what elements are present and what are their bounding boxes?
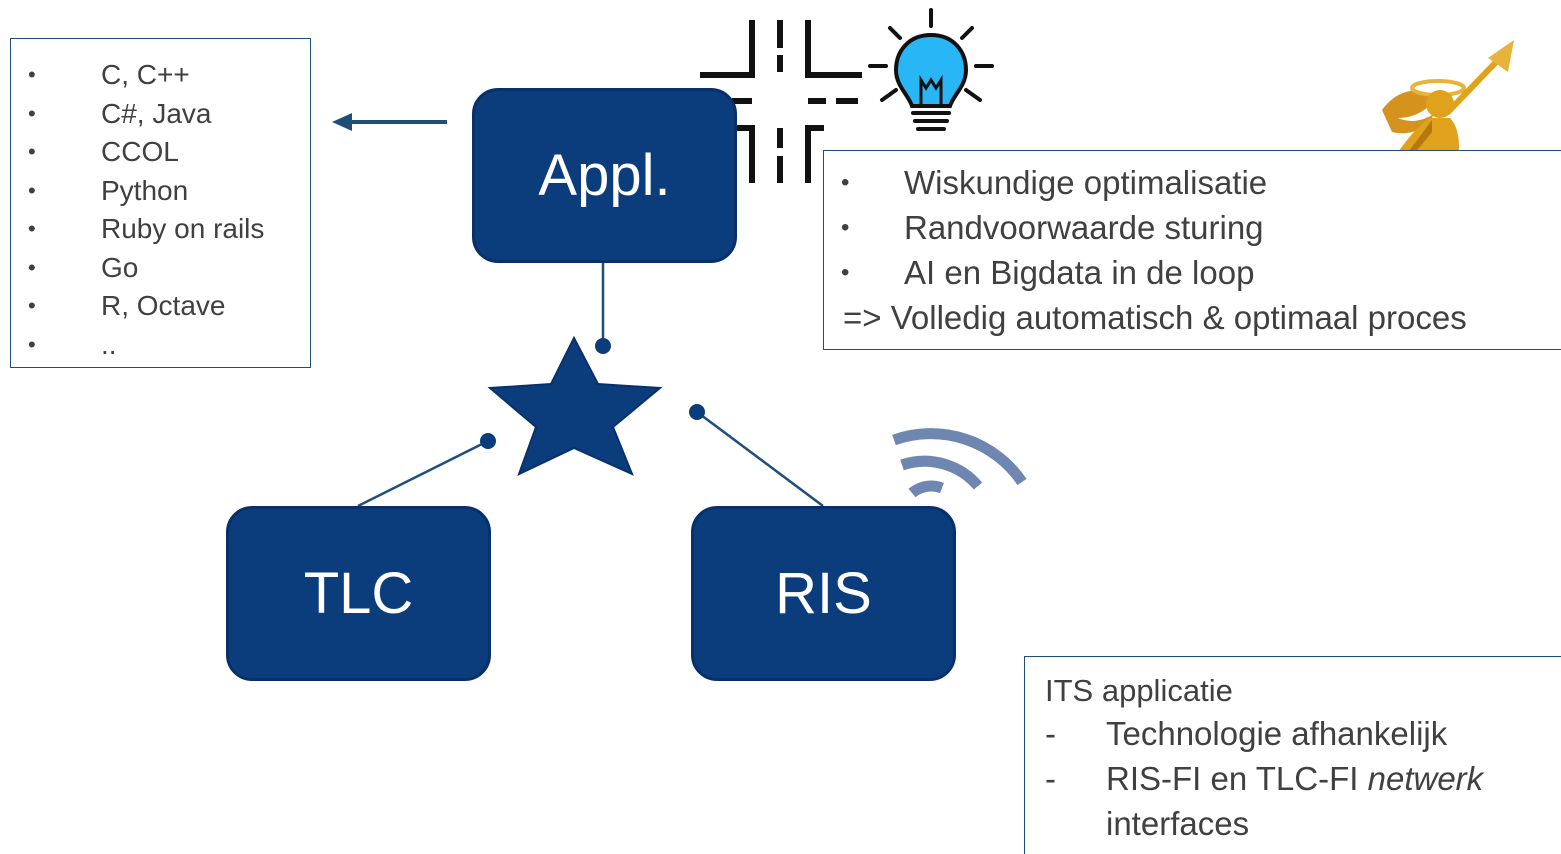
dash-icon: - bbox=[1045, 715, 1056, 752]
list-item: C#, Java bbox=[11, 95, 310, 134]
bullet-icon: • bbox=[841, 169, 850, 196]
its-list: - Technologie afhankelijk - RIS-FI en TL… bbox=[1025, 711, 1561, 846]
list-item-label: RIS-FI en TLC-FI bbox=[1106, 760, 1368, 797]
optimization-conclusion: => Volledig automatisch & optimaal proce… bbox=[843, 299, 1467, 336]
bullet-icon: • bbox=[841, 259, 850, 286]
lightbulb-icon bbox=[868, 8, 994, 131]
list-item: • Randvoorwaarde sturing bbox=[824, 205, 1561, 250]
connector-dot bbox=[595, 338, 611, 354]
connector-hub-tlc bbox=[357, 439, 489, 508]
dash-icon: - bbox=[1045, 760, 1056, 797]
arrow-left-icon bbox=[332, 113, 447, 131]
list-item: .. bbox=[11, 326, 310, 365]
list-item-label: Randvoorwaarde sturing bbox=[904, 209, 1264, 246]
optimization-box: • Wiskundige optimalisatie • Randvoorwaa… bbox=[823, 150, 1561, 350]
list-item: CCOL bbox=[11, 133, 310, 172]
list-item: • AI en Bigdata in de loop bbox=[824, 250, 1561, 295]
list-item-label: AI en Bigdata in de loop bbox=[904, 254, 1255, 291]
connector-hub-ris bbox=[696, 410, 824, 508]
list-item-label: Wiskundige optimalisatie bbox=[904, 164, 1268, 201]
list-item: Ruby on rails bbox=[11, 210, 310, 249]
list-item: R, Octave bbox=[11, 287, 310, 326]
tlc-node: TLC bbox=[226, 506, 491, 681]
bullet-icon: • bbox=[841, 214, 850, 241]
optimization-list: • Wiskundige optimalisatie • Randvoorwaa… bbox=[824, 160, 1561, 295]
list-item: • Wiskundige optimalisatie bbox=[824, 160, 1561, 205]
connector-dot bbox=[689, 404, 705, 420]
italic-text: netwerk bbox=[1367, 760, 1484, 797]
wifi-signal-icon bbox=[892, 428, 1027, 498]
ris-node: RIS bbox=[691, 506, 956, 681]
list-item: C, C++ bbox=[11, 56, 310, 95]
its-title: ITS applicatie bbox=[1045, 673, 1233, 708]
its-box: ITS applicatie - Technologie afhankelijk… bbox=[1024, 656, 1561, 854]
list-item-label: interfaces bbox=[1106, 805, 1250, 842]
connector-dot bbox=[480, 433, 496, 449]
language-list-box: C, C++ C#, Java CCOL Python Ruby on rail… bbox=[10, 38, 311, 368]
list-item: Go bbox=[11, 249, 310, 288]
list-item-continuation: interfaces bbox=[1025, 801, 1561, 846]
star-hub-icon bbox=[487, 335, 663, 476]
list-item-label: Technologie afhankelijk bbox=[1106, 715, 1448, 752]
traffic-intersection-icon bbox=[700, 20, 862, 183]
list-item: - RIS-FI en TLC-FI netwerk bbox=[1025, 756, 1561, 801]
list-item: - Technologie afhankelijk bbox=[1025, 711, 1561, 756]
list-item: Python bbox=[11, 172, 310, 211]
appl-node: Appl. bbox=[472, 88, 737, 263]
language-list: C, C++ C#, Java CCOL Python Ruby on rail… bbox=[11, 56, 310, 364]
